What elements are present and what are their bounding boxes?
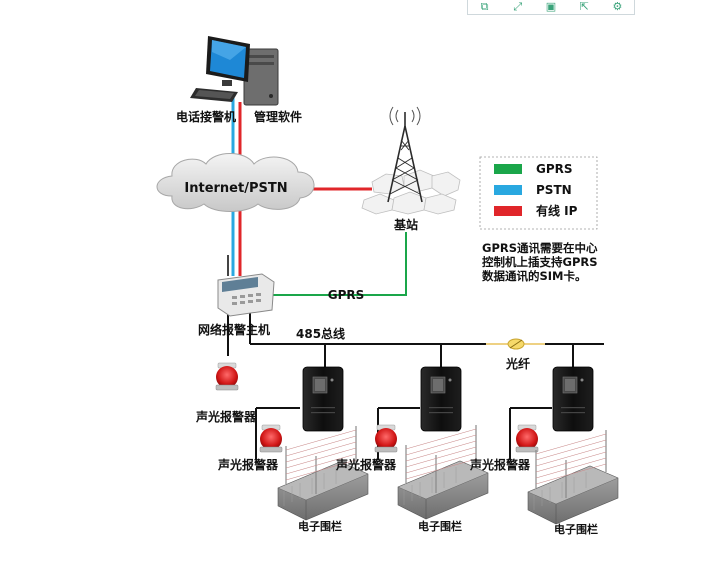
copy-icon[interactable]: ⧉ xyxy=(480,0,489,13)
cloud-label: Internet/PSTN xyxy=(184,181,287,196)
alarm-controller-icon xyxy=(217,255,275,317)
save-icon[interactable]: ▣ xyxy=(545,0,557,13)
legend-label: PSTN xyxy=(536,183,572,197)
siren-label: 声光报警器 xyxy=(469,457,531,472)
legend-label: GPRS xyxy=(536,162,573,176)
gprs-link-label: GPRS xyxy=(328,288,365,302)
siren-icon xyxy=(515,424,539,453)
fence-controller-icon xyxy=(552,366,594,432)
electric-fence-icon xyxy=(397,424,489,520)
fence-label: 电子围栏 xyxy=(298,519,342,533)
legend-swatch xyxy=(494,164,522,174)
software-label: 管理软件 xyxy=(254,109,302,124)
fence-label: 电子围栏 xyxy=(418,519,462,533)
fiber-label: 光纤 xyxy=(505,356,530,371)
fence-controller-icon xyxy=(302,366,344,432)
legend: GPRS PSTN 有线 IP xyxy=(479,156,598,230)
legend-label: 有线 IP xyxy=(536,203,578,218)
note-line: 控制机上插支持GPRS xyxy=(482,255,598,269)
legend-swatch xyxy=(494,206,522,216)
base-station-icon xyxy=(361,106,461,215)
siren-icon xyxy=(259,424,283,453)
share-icon[interactable]: ⇱ xyxy=(579,0,589,13)
legend-swatch xyxy=(494,185,522,195)
computer-icon xyxy=(190,36,279,106)
note-line: GPRS通讯需要在中心 xyxy=(482,241,598,255)
electric-fence-icon xyxy=(527,429,619,525)
note-line: 数据通讯的SIM卡。 xyxy=(482,269,587,283)
fiber-coupler-icon xyxy=(507,338,525,350)
fence-controller-icon xyxy=(420,366,462,432)
bus-label: 485总线 xyxy=(296,326,345,341)
electric-fence-icon xyxy=(277,425,369,521)
gprs-line xyxy=(272,232,407,296)
siren-label: 声光报警器 xyxy=(217,457,279,472)
sim-card-note: GPRS通讯需要在中心 控制机上插支持GPRS 数据通讯的SIM卡。 xyxy=(482,241,598,283)
alarm-phone-label: 电话接警机 xyxy=(176,109,236,124)
rs485-bus xyxy=(227,312,604,460)
siren-icon xyxy=(374,424,398,453)
siren-icon xyxy=(215,362,239,391)
controller-label: 网络报警主机 xyxy=(198,322,270,337)
siren-label: 声光报警器 xyxy=(335,457,397,472)
settings-icon[interactable]: ⚙ xyxy=(612,0,623,13)
expand-icon[interactable]: ⤢ xyxy=(513,0,523,13)
fence-label: 电子围栏 xyxy=(554,522,598,536)
siren-label: 声光报警器 xyxy=(195,409,257,424)
base-station-label: 基站 xyxy=(393,217,418,232)
image-toolbar: ⧉ ⤢ ▣ ⇱ ⚙ xyxy=(467,0,635,15)
cloud-icon xyxy=(156,153,315,212)
